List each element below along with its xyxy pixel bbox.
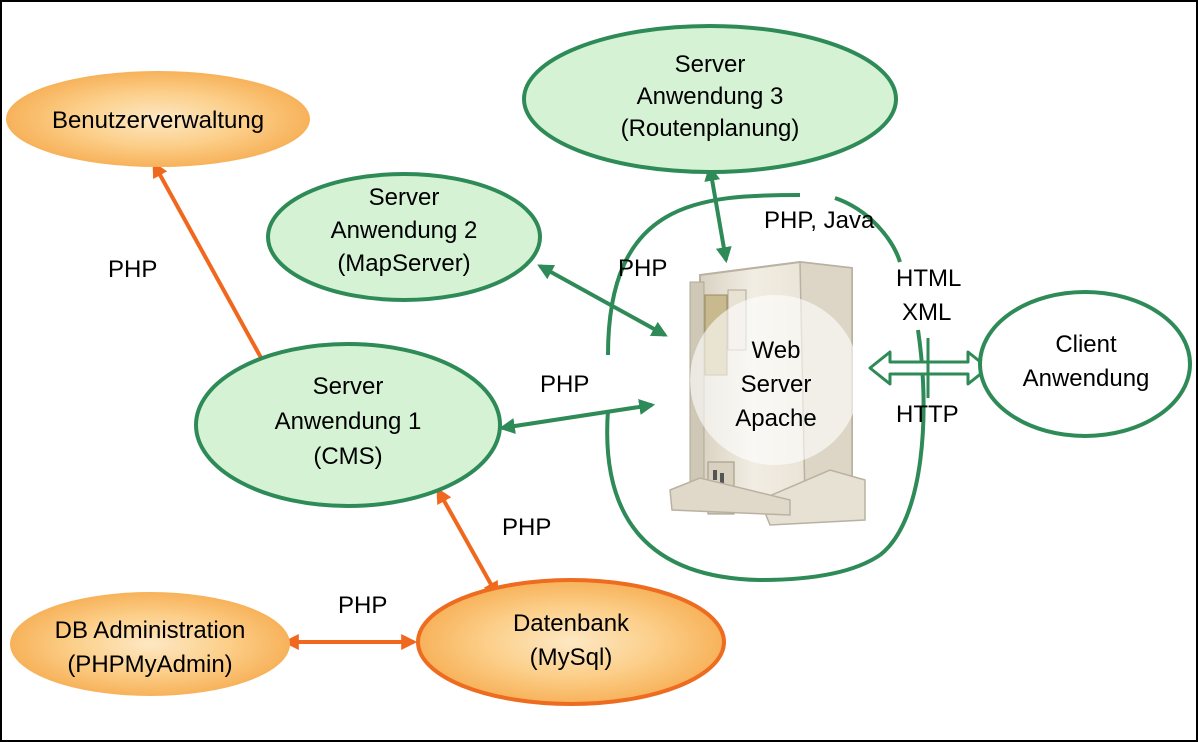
label-http: HTTP bbox=[896, 401, 959, 428]
datenbank-line1: Datenbank bbox=[513, 610, 630, 637]
datenbank-line2: (MySql) bbox=[530, 644, 613, 671]
label-html: HTML bbox=[896, 265, 961, 292]
arrow-server1-webserver bbox=[498, 399, 656, 434]
node-server1 bbox=[194, 342, 502, 508]
db-admin-line1: DB Administration bbox=[55, 617, 246, 644]
server1-line2: Anwendung 1 bbox=[275, 408, 422, 435]
server1-line3: (CMS) bbox=[313, 443, 382, 470]
benutzerverwaltung-label: Benutzerverwaltung bbox=[52, 107, 264, 134]
webserver-line3: Apache bbox=[735, 405, 816, 432]
webserver-boundary-arc-bottom bbox=[605, 409, 882, 583]
db-admin-line2: (PHPMyAdmin) bbox=[67, 651, 232, 678]
label-php-admin-db: PHP bbox=[338, 592, 387, 619]
webserver-line2: Server bbox=[741, 371, 812, 398]
server2-line3: (MapServer) bbox=[337, 250, 470, 277]
label-xml: XML bbox=[902, 299, 951, 326]
arrow-benutzer-server1 bbox=[152, 161, 272, 377]
server3-line3: (Routenplanung) bbox=[621, 115, 800, 142]
server2-line2: Anwendung 2 bbox=[331, 217, 478, 244]
server3-line1: Server bbox=[675, 51, 746, 78]
label-php-server2: PHP bbox=[618, 255, 667, 282]
node-db-admin bbox=[10, 592, 290, 696]
server2-line1: Server bbox=[369, 184, 440, 211]
label-php-server1: PHP bbox=[540, 371, 589, 398]
arrow-server1-datenbank bbox=[436, 487, 499, 598]
node-datenbank bbox=[416, 578, 726, 706]
arrow-server2-webserver bbox=[537, 264, 668, 337]
label-php-cms-db: PHP bbox=[502, 514, 551, 541]
server1-line1: Server bbox=[313, 373, 384, 400]
webserver-boundary-arc-top bbox=[834, 196, 902, 263]
client-line1: Client bbox=[1055, 331, 1117, 358]
node-server3 bbox=[522, 24, 898, 174]
node-benutzerverwaltung bbox=[6, 71, 310, 167]
webserver-highlight bbox=[690, 295, 860, 465]
node-server2 bbox=[266, 172, 542, 302]
label-php-benutzer: PHP bbox=[108, 256, 157, 283]
webserver-tower bbox=[669, 260, 866, 526]
label-php-java: PHP, Java bbox=[764, 207, 875, 234]
node-client bbox=[978, 290, 1192, 438]
server3-line2: Anwendung 3 bbox=[637, 83, 784, 110]
arrow-server3-webserver bbox=[704, 164, 732, 264]
webserver-line1: Web bbox=[752, 337, 801, 364]
client-line2: Anwendung bbox=[1023, 365, 1150, 392]
